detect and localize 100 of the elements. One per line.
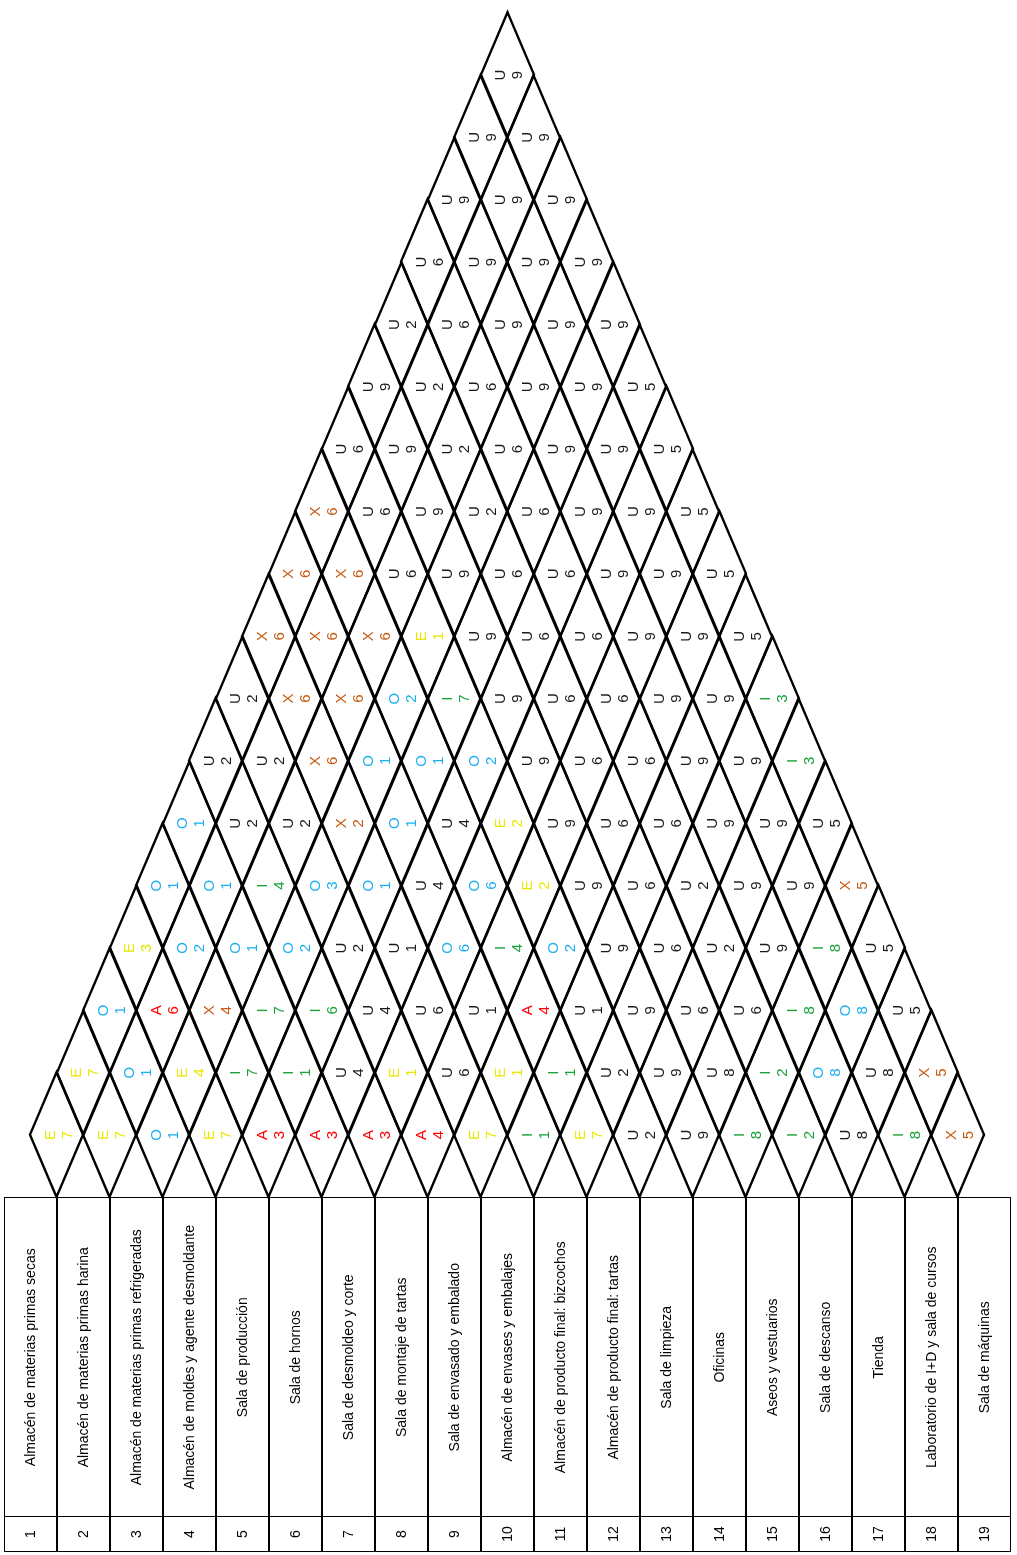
reason-code: 3 [376, 1130, 391, 1140]
reason-code: 6 [323, 507, 338, 516]
closeness-rating: U [677, 506, 692, 517]
reason-code: 1 [243, 943, 259, 953]
reason-code: 2 [296, 819, 312, 828]
closeness-rating: U [703, 693, 719, 704]
closeness-rating: U [518, 755, 533, 767]
reason-code: 5 [694, 507, 709, 516]
closeness-rating: U [650, 693, 666, 704]
reason-code: 9 [720, 694, 736, 703]
closeness-rating: U [438, 1067, 454, 1079]
row-number: 15 [745, 1516, 799, 1552]
closeness-rating: I [783, 758, 798, 763]
closeness-rating: U [544, 568, 560, 580]
closeness-rating: I [253, 883, 268, 888]
reason-code: 1 [429, 632, 444, 641]
closeness-rating: E [67, 1067, 83, 1078]
reason-code: 9 [667, 569, 683, 579]
closeness-rating: U [518, 256, 533, 268]
reason-code: 1 [508, 1068, 524, 1077]
department-name: Aseos y vestuarios [745, 1197, 799, 1518]
reason-code: 9 [800, 881, 815, 890]
closeness-rating: U [756, 817, 772, 829]
closeness-rating: U [571, 630, 586, 642]
reason-code: 9 [376, 382, 391, 391]
reason-code: 6 [508, 569, 524, 579]
closeness-rating: U [571, 1004, 586, 1016]
reason-code: 6 [641, 881, 656, 890]
reason-code: 7 [455, 694, 471, 703]
reason-code: 9 [614, 569, 630, 579]
closeness-rating: I [783, 1132, 798, 1138]
reason-code: 1 [217, 881, 232, 890]
closeness-rating: O [359, 755, 374, 767]
reason-code: 6 [535, 507, 550, 516]
reason-code: 8 [800, 1006, 815, 1015]
reason-code: 5 [826, 819, 842, 828]
closeness-rating: U [624, 506, 639, 517]
closeness-rating: U [412, 256, 427, 268]
reason-code: 8 [853, 1006, 868, 1015]
reason-code: 8 [720, 1068, 736, 1077]
department-name: Almacén de producto final: tartas [586, 1197, 640, 1518]
reason-code: 2 [614, 1068, 630, 1077]
closeness-rating: U [544, 693, 560, 704]
reason-code: 5 [879, 943, 895, 953]
closeness-rating: U [332, 443, 348, 455]
closeness-rating: O [809, 1066, 825, 1079]
reason-code: 2 [482, 507, 497, 516]
reason-code: 4 [455, 819, 471, 828]
reason-code: 6 [561, 569, 577, 579]
reason-code: 6 [323, 1006, 338, 1015]
reason-code: 6 [588, 632, 603, 641]
row-number: 12 [586, 1516, 640, 1552]
closeness-rating: E [94, 1130, 109, 1140]
reason-code: 3 [137, 943, 153, 953]
closeness-rating: U [597, 1067, 613, 1079]
department-name: Almacén de materias primas refrigeradas [109, 1197, 163, 1518]
reason-code: 1 [164, 1130, 179, 1140]
reason-code: 9 [694, 756, 709, 766]
closeness-rating: X [836, 880, 851, 891]
reason-code: 1 [296, 1068, 312, 1077]
department-name: Oficinas [692, 1197, 746, 1518]
reason-code: 9 [535, 133, 550, 142]
reason-code: 9 [588, 382, 603, 391]
reason-code: 6 [694, 1006, 709, 1015]
closeness-rating: X [332, 693, 348, 704]
closeness-rating: U [332, 942, 348, 954]
reason-code: 6 [482, 881, 497, 890]
reason-code: 6 [323, 756, 338, 766]
closeness-rating: U [279, 817, 295, 829]
reason-code: 4 [349, 1068, 365, 1077]
reason-code: 2 [773, 1068, 789, 1077]
reason-code: 3 [270, 1130, 285, 1140]
closeness-rating: I [756, 696, 772, 701]
reason-code: 9 [694, 632, 709, 641]
row-number: 3 [109, 1516, 163, 1552]
closeness-rating: U [491, 443, 507, 455]
closeness-rating: U [200, 755, 215, 767]
closeness-rating: U [624, 1004, 639, 1016]
reason-code: 5 [667, 445, 683, 454]
closeness-rating: U [597, 942, 613, 954]
reason-code: 9 [641, 1006, 656, 1015]
reason-code: 2 [800, 1130, 815, 1140]
closeness-rating: O [385, 692, 401, 705]
reason-code: 2 [402, 694, 418, 703]
closeness-rating: U [544, 817, 560, 829]
department-name: Almacén de moldes y agente desmoldante [162, 1197, 216, 1518]
closeness-rating: U [597, 443, 613, 455]
closeness-rating: U [253, 755, 268, 767]
reason-code: 2 [349, 943, 365, 953]
reason-code: 7 [111, 1130, 126, 1140]
closeness-rating: I [253, 1008, 268, 1013]
reason-code: 6 [296, 694, 312, 703]
closeness-rating: I [279, 1070, 295, 1075]
reason-code: 5 [853, 881, 868, 890]
reason-code: 9 [535, 257, 550, 267]
row-number: 16 [798, 1516, 852, 1552]
reason-code: 2 [561, 943, 577, 953]
closeness-rating: U [677, 755, 692, 767]
closeness-rating: A [147, 1005, 162, 1016]
closeness-rating: U [730, 880, 745, 892]
